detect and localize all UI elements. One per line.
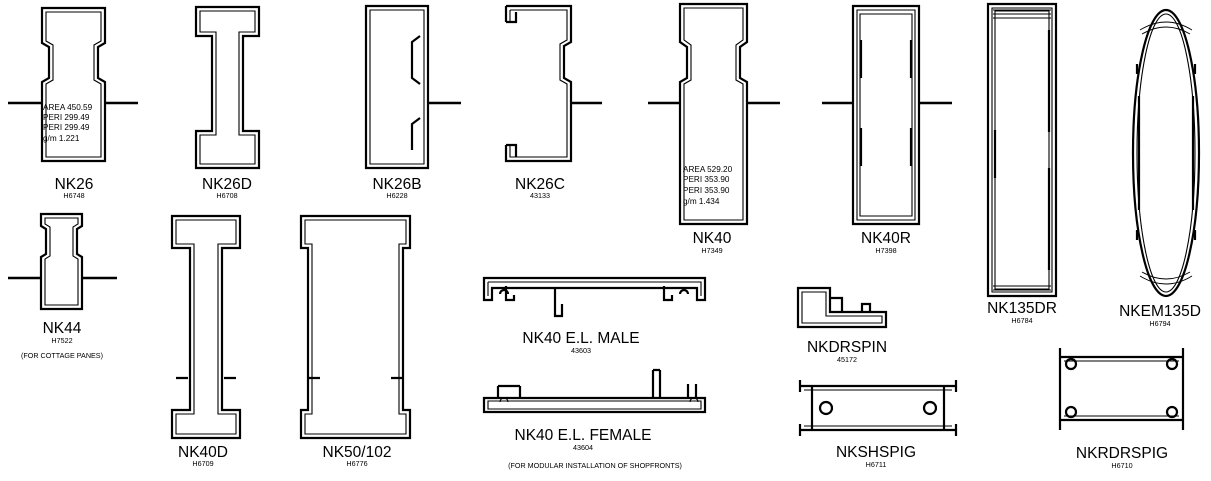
profile-name: NK26 <box>55 176 94 193</box>
profile-name: NK40 <box>693 230 732 247</box>
profile-code: H6708 <box>216 191 237 200</box>
profile-note: (FOR MODULAR INSTALLATION OF SHOPFRONTS) <box>508 461 682 470</box>
profile-nk40: AREA 529.20 PERI 353.90 PERI 353.90 g/m … <box>648 2 780 255</box>
profile-name: NKRDRSPIG <box>1076 445 1168 462</box>
profile-nkshspig: NKSHSPIG H6711 <box>798 380 958 469</box>
profile-name: NK26D <box>202 176 252 193</box>
profile-name: NK50/102 <box>323 444 392 461</box>
profile-code: H7398 <box>875 246 896 255</box>
profile-nk26c: NK26C 43133 <box>504 4 602 200</box>
profile-name: NK26C <box>515 176 565 193</box>
profile-name: NK40R <box>861 230 911 247</box>
profile-code: H6710 <box>1111 461 1132 470</box>
profile-code: H6748 <box>63 191 84 200</box>
profile-code: H7522 <box>51 336 72 345</box>
profile-nk26: AREA 450.59 PERI 299.49 PERI 299.49 g/m … <box>8 6 138 200</box>
property-line: AREA 529.20 <box>683 165 733 174</box>
profile-name: NKEM135D <box>1119 303 1201 320</box>
profile-code: 43603 <box>571 346 591 355</box>
property-line: PERI 299.49 <box>43 113 90 122</box>
profile-name: NK40 E.L. FEMALE <box>515 427 652 444</box>
profile-nk40-el-female: NK40 E.L. FEMALE 43604 (FOR MODULAR INST… <box>482 368 707 470</box>
property-line: PERI 353.90 <box>683 175 730 184</box>
profile-code: 43604 <box>573 443 593 452</box>
profile-nk26b: NK26B H6228 <box>364 4 461 200</box>
profile-name: NK26B <box>372 176 421 193</box>
profile-name: NK135DR <box>987 300 1057 317</box>
profile-name: NK40 E.L. MALE <box>522 330 639 347</box>
profile-nkrdrspig: NKRDRSPIG H6710 <box>1058 348 1185 470</box>
profile-nk135dr: NK135DR H6784 <box>986 2 1058 325</box>
property-line: PERI 353.90 <box>683 186 730 195</box>
profile-name: NK44 <box>43 320 82 337</box>
property-line: g/m 1.434 <box>683 197 720 206</box>
profile-code: H6784 <box>1011 316 1032 325</box>
profile-code: 45172 <box>837 355 857 364</box>
profile-nk50-102: NK50/102 H6776 <box>299 214 412 468</box>
profile-code: H6228 <box>386 191 407 200</box>
profile-code: H6711 <box>866 460 887 469</box>
property-line: PERI 299.49 <box>43 123 90 132</box>
profile-name: NK40D <box>178 444 228 461</box>
profile-code: H6776 <box>346 459 367 468</box>
profile-code: H7349 <box>701 246 722 255</box>
profile-nk40r: NK40R H7398 <box>822 4 952 255</box>
profile-nk26d: NK26D H6708 <box>194 5 261 200</box>
profile-nk40d: NK40D H6709 <box>170 214 242 468</box>
profile-nk40-el-male: NK40 E.L. MALE 43603 <box>482 276 707 355</box>
profile-code: H6794 <box>1149 319 1170 328</box>
profile-name: NKSHSPIG <box>836 444 916 461</box>
profile-code: 43133 <box>530 191 550 200</box>
property-line: g/m 1.221 <box>43 134 80 143</box>
property-line: AREA 450.59 <box>43 103 93 112</box>
profile-note: (FOR COTTAGE PANES) <box>21 351 103 360</box>
profile-name: NKDRSPIN <box>807 339 887 356</box>
profile-nkdrspin: NKDRSPIN 45172 <box>796 286 888 364</box>
profile-code: H6709 <box>192 459 213 468</box>
profile-nk44: NK44 H7522 (FOR COTTAGE PANES) <box>8 212 117 360</box>
profile-nkem135d: NKEM135D H6794 <box>1119 8 1201 328</box>
